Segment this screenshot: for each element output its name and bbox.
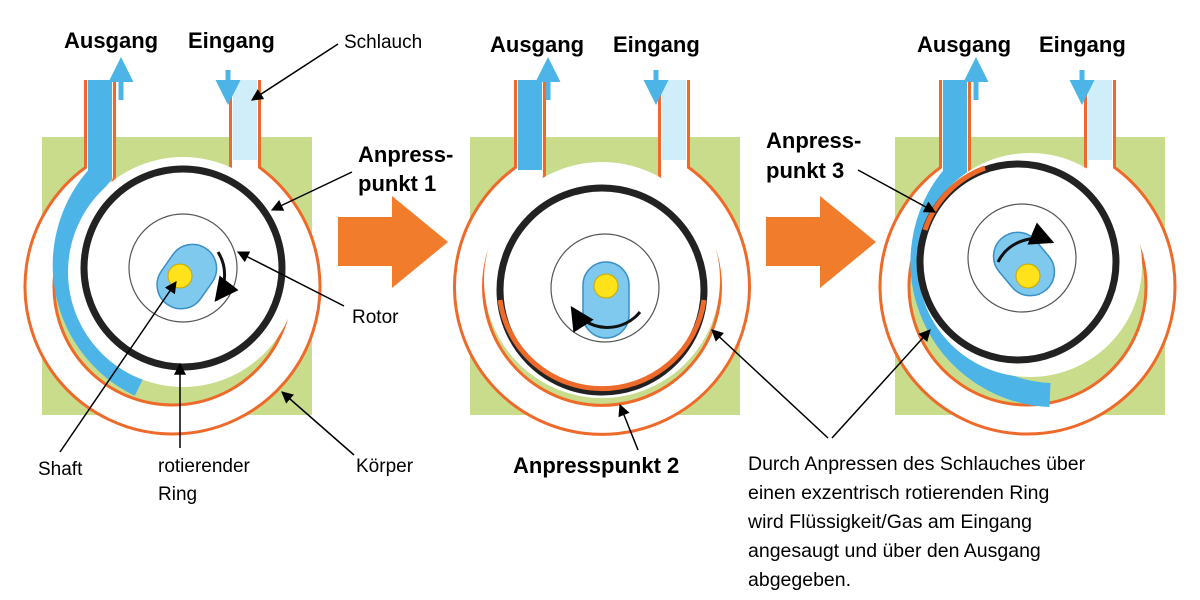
anpresspunkt-1-pointer <box>270 171 353 211</box>
description-line: wird Flüssigkeit/Gas am Eingang <box>748 511 1032 533</box>
ausgang-label-2: Ausgang <box>490 32 584 57</box>
stage-3: Ausgang Eingang Anpress- punkt 3 <box>766 32 1177 436</box>
anpresspunkt-1-label: Anpress- punkt 1 <box>358 142 459 196</box>
ausgang-label-1: Ausgang <box>64 28 158 53</box>
shaft-1 <box>167 263 193 289</box>
rotation-arrow-1 <box>214 251 239 302</box>
process-arrow-2 <box>766 196 876 288</box>
rotation-arrow-2 <box>570 305 642 333</box>
koerper-pointer <box>281 391 355 456</box>
ring-label: rotierender Ring <box>158 456 255 505</box>
shaft-2 <box>593 273 619 299</box>
fluid-1 <box>52 80 146 396</box>
description-text: Durch Anpressen des Schlauches über eine… <box>748 450 1188 595</box>
rotor-pointer <box>236 251 345 307</box>
shaft-label: Shaft <box>38 459 83 480</box>
anpresspunkt-3-label: Anpress- punkt 3 <box>766 128 867 183</box>
eingang-label-3: Eingang <box>1039 32 1126 57</box>
schlauch-pointer <box>250 43 339 101</box>
description-line: einen exzentrisch rotierenden Ring <box>748 482 1050 504</box>
anpresspunkt-3-pointer <box>857 169 937 213</box>
stage-1: Ausgang Eingang Schlauch Anpress- punkt … <box>23 28 459 505</box>
eingang-label-1: Eingang <box>188 28 275 53</box>
rotation-arrow-3 <box>996 222 1055 263</box>
shaft-3 <box>1015 263 1041 289</box>
description-line: Durch Anpressen des Schlauches über <box>748 453 1086 475</box>
stage-2: Ausgang Eingang Anpresspunkt 2 <box>453 32 751 478</box>
eingang-label-2: Eingang <box>613 32 700 57</box>
process-arrow-1 <box>338 196 448 288</box>
description-line: abgegeben. <box>748 569 852 591</box>
rotor-label: Rotor <box>352 307 399 328</box>
shaft-pointer <box>59 281 177 453</box>
anpresspunkt-2-pointer <box>618 403 639 451</box>
koerper-label: Körper <box>356 456 414 477</box>
ausgang-label-3: Ausgang <box>917 32 1011 57</box>
description-pointer-left <box>711 329 829 439</box>
schlauch-label: Schlauch <box>344 32 422 53</box>
rotor-2 <box>582 261 630 339</box>
anpresspunkt-2-label: Anpresspunkt 2 <box>513 453 679 478</box>
description-line: angesaugt und über den Ausgang <box>748 540 1041 562</box>
description-pointer-right <box>831 329 931 439</box>
